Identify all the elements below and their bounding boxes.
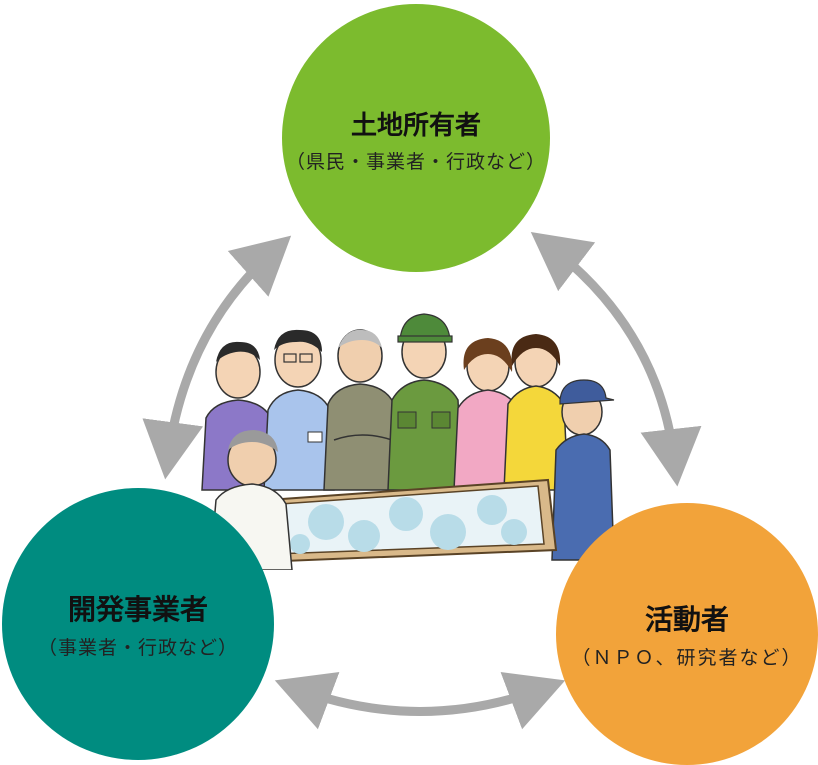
land-owner-title: 土地所有者 — [350, 111, 481, 142]
developer-subtitle: （事業者・行政など） — [37, 637, 238, 660]
activist-title: 活動者 — [644, 602, 729, 636]
arrow-top-right — [530, 231, 702, 487]
person-figure — [387, 313, 463, 491]
map-table — [258, 478, 558, 564]
activist-node: 活動者 （ＮＰＯ、研究者など） — [556, 503, 818, 765]
person-figure — [263, 329, 335, 491]
land-owner-subtitle: （県民・事業者・行政など） — [285, 151, 546, 174]
arrow-bottom — [274, 672, 566, 730]
person-figure — [323, 329, 399, 491]
land-owner-node: 土地所有者 （県民・事業者・行政など） — [282, 4, 550, 272]
developer-title: 開発事業者 — [67, 592, 208, 626]
activist-subtitle: （ＮＰＯ、研究者など） — [571, 647, 803, 670]
people-around-map-table-illustration — [201, 313, 615, 570]
person-figure — [551, 379, 615, 561]
developer-node: 開発事業者 （事業者・行政など） — [2, 488, 274, 760]
arrow-top-left — [142, 235, 292, 480]
